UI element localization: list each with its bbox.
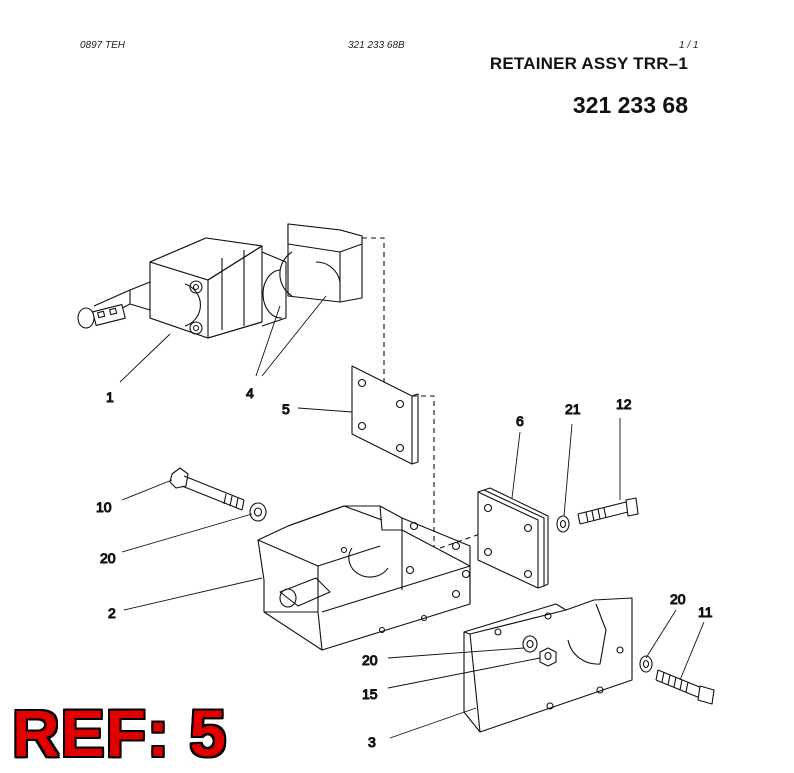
part-4-bushings [279, 223, 363, 303]
callout-12: 12 [616, 396, 632, 412]
part-ref: 321 233 68B [348, 40, 405, 51]
callout-21: 21 [565, 401, 581, 417]
callout-1: 1 [106, 389, 114, 405]
ref-label: REF: 5 [12, 696, 228, 770]
part-5-plate [351, 365, 419, 465]
leader-lines [119, 295, 705, 739]
callout-11: 11 [698, 604, 713, 620]
page-number: 1 / 1 [679, 40, 699, 51]
part-20-washer-b [522, 635, 538, 653]
part-20-washer-c [639, 655, 653, 673]
part-10-bolt [169, 467, 245, 511]
part-20-washer-a [249, 502, 267, 522]
part-2-housing [257, 505, 471, 651]
doc-code: 0897 TEH [80, 40, 126, 51]
part-15-nut [539, 647, 557, 667]
page-title: RETAINER ASSY TRR–1 [489, 54, 688, 73]
part-1-cylinder [77, 237, 287, 339]
callout-6: 6 [516, 413, 524, 429]
callout-20-b: 20 [362, 652, 378, 668]
part-number: 321 233 68 [572, 92, 688, 118]
part-6-plate-stack [477, 487, 549, 589]
callout-2: 2 [108, 605, 116, 621]
callout-5: 5 [282, 401, 290, 417]
part-21-washer [556, 515, 570, 533]
part-12-bolt [577, 497, 639, 525]
callout-3: 3 [368, 734, 376, 750]
callout-20-c: 20 [670, 591, 686, 607]
callout-20-a: 20 [100, 550, 116, 566]
part-11-bolt [655, 669, 715, 705]
callout-4: 4 [246, 385, 254, 401]
callout-15: 15 [362, 686, 378, 702]
callout-10: 10 [96, 499, 112, 515]
